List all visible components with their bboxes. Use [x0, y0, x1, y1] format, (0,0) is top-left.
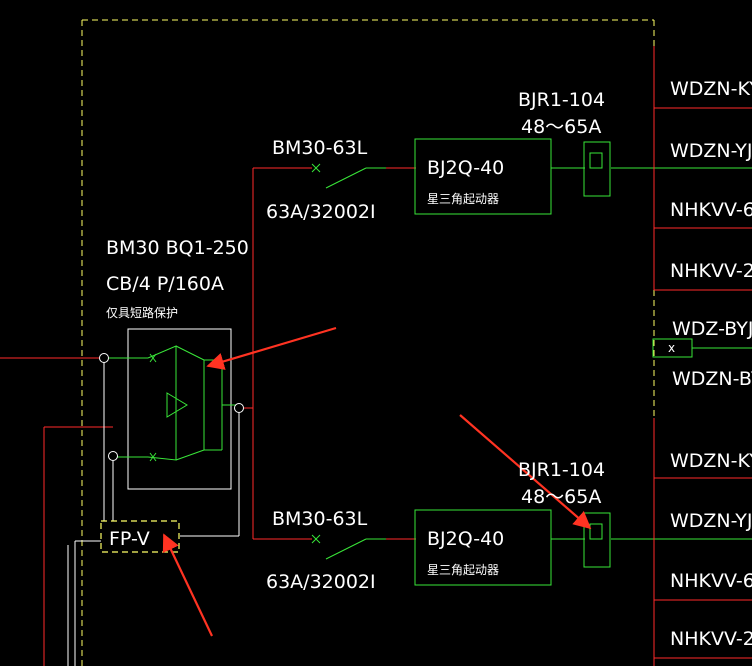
branch-2-starter-note: 星三角起动器: [427, 563, 499, 577]
branch-2-breaker-model: BM30-63L: [272, 508, 368, 530]
branch-1-starter-note: 星三角起动器: [427, 192, 499, 206]
main-breaker-symbol: [108, 345, 236, 462]
outgoing-cable-label: NHKVV-6: [670, 570, 752, 592]
outgoing-cable-label: WDZ-BYJ: [672, 318, 752, 340]
main-breaker-terminals: [99, 353, 244, 461]
spare-circuit-marker: x: [668, 341, 675, 355]
outgoing-cable-label: WDZN-KY: [670, 450, 752, 472]
branch-2-relay-range: 48～65A: [521, 486, 601, 508]
outgoing-cable-label: WDZN-KY: [670, 78, 752, 100]
annotation-arrows: [162, 326, 592, 637]
outgoing-cable-label: WDZN-BY: [672, 368, 752, 390]
branch-1-breaker-rating: 63A/32002I: [266, 201, 376, 223]
branch-2-thermal-relay: [583, 512, 611, 568]
outgoing-cable-label: NHKVV-2: [670, 628, 752, 650]
cabinet-outline: [81, 19, 655, 666]
main-breaker-rating-label: CB/4 P/160A: [106, 273, 224, 295]
branch-1-breaker-model: BM30-63L: [272, 137, 368, 159]
annotation-arrow-relay: [459, 414, 592, 530]
incoming-feeders: [0, 357, 113, 666]
outgoing-leaders: [653, 46, 752, 666]
branch-2-wiring: [253, 534, 752, 560]
surge-protector-box: [100, 520, 180, 553]
spd-wiring: [67, 362, 240, 666]
surge-protector-label: FP-V: [109, 528, 150, 550]
branch-2-breaker-rating: 63A/32002I: [266, 571, 376, 593]
annotation-arrow-spd: [162, 533, 213, 637]
branch-2-starter-box: [414, 509, 552, 586]
branch-1-relay-range: 48～65A: [521, 116, 601, 138]
branch-1-wiring: [253, 163, 752, 189]
outgoing-cable-label: WDZN-YJ: [670, 510, 752, 532]
outgoing-cable-label: NHKVV-2: [670, 260, 752, 282]
branch-1-relay-model: BJR1-104: [518, 89, 605, 111]
branch-1-thermal-relay: [583, 141, 611, 197]
main-breaker-note-label: 仅具短路保护: [106, 305, 178, 320]
branch-2-relay-model: BJR1-104: [518, 459, 605, 481]
branch-2-starter-model: BJ2Q-40: [427, 528, 504, 550]
outgoing-cable-label: WDZN-YJ: [670, 140, 752, 162]
annotation-arrow-breaker: [206, 326, 337, 370]
main-breaker-frame: [127, 328, 232, 490]
branch-1-starter-model: BJ2Q-40: [427, 157, 504, 179]
main-breaker-model-label: BM30 BQ1-250: [106, 237, 249, 259]
outgoing-cable-label: NHKVV-6: [670, 199, 752, 221]
branch-1-starter-box: [414, 138, 552, 215]
